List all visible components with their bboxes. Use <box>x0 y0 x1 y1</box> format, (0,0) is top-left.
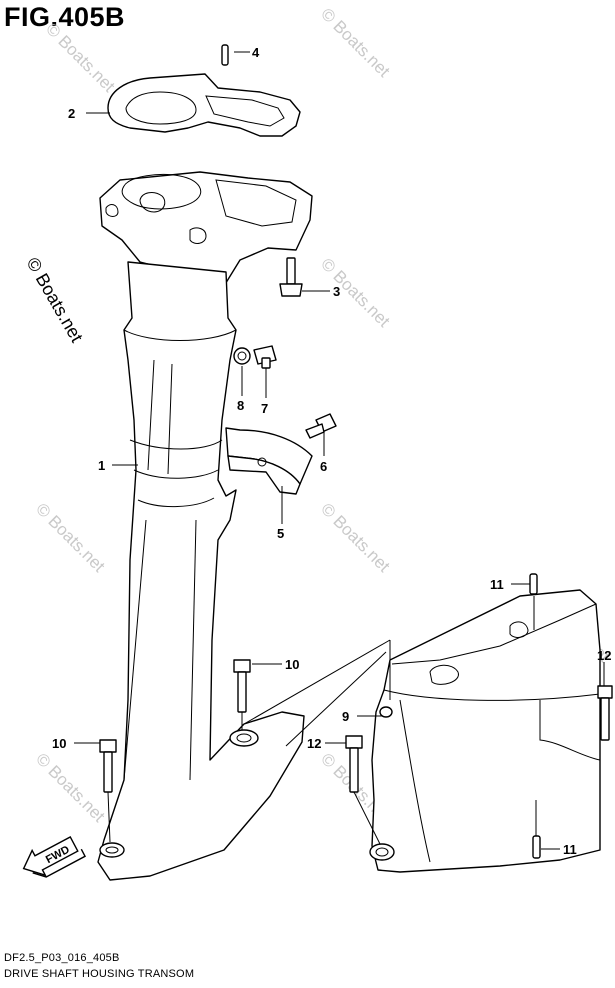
fwd-label: FWD <box>44 844 72 866</box>
figure-title: FIG.405B <box>4 2 126 32</box>
part-5-clamp <box>225 427 313 495</box>
watermark: © Boats.net <box>317 254 394 331</box>
footer-description: DRIVE SHAFT HOUSING TRANSOM <box>4 968 195 980</box>
callout-7: 7 <box>261 401 268 416</box>
callout-8: 8 <box>237 398 244 413</box>
part-10-bolt-upper <box>233 659 251 713</box>
footer-code: DF2.5_P03_016_405B <box>4 952 120 964</box>
callout-6: 6 <box>320 459 327 474</box>
part-9-lower-cover <box>369 589 601 873</box>
housing-top-flange <box>99 171 313 291</box>
callouts: 4 2 3 1 5 6 8 7 10 10 9 11 11 12 12 <box>52 45 611 857</box>
part-3-bolt <box>279 257 303 297</box>
callout-12-middle: 12 <box>307 736 321 751</box>
callout-3: 3 <box>333 284 340 299</box>
callout-4: 4 <box>252 45 260 60</box>
callout-11-upper: 11 <box>490 577 504 592</box>
watermark: © Boats.net <box>42 19 119 96</box>
part-1-drive-shaft-housing <box>97 261 305 881</box>
watermark: © Boats.net <box>317 4 394 81</box>
callout-12-right: 12 <box>597 648 611 663</box>
callout-10-upper: 10 <box>285 657 299 672</box>
part-2-gasket <box>107 73 301 137</box>
callout-2: 2 <box>68 106 75 121</box>
watermark: © Boats.net <box>32 499 109 576</box>
part-6-bolt <box>305 413 337 439</box>
callout-5: 5 <box>277 526 284 541</box>
leader-lines <box>74 51 605 850</box>
part-11-pin-upper <box>529 573 538 595</box>
part-7-bolt <box>253 345 277 369</box>
callout-11-lower: 11 <box>563 842 577 857</box>
part-8-washer <box>233 347 251 365</box>
part-10-bolt-lower <box>99 739 117 793</box>
fwd-arrow: FWD <box>22 836 87 878</box>
part-12-bolt-right <box>597 685 613 741</box>
watermark-dark: © Boats.net <box>23 254 87 346</box>
watermark: © Boats.net <box>32 749 109 826</box>
watermark: © Boats.net <box>317 499 394 576</box>
part-4-pin <box>221 44 229 66</box>
callout-1: 1 <box>98 458 105 473</box>
callout-9: 9 <box>342 709 349 724</box>
part-11-pin-lower <box>532 835 541 859</box>
callout-10-lower: 10 <box>52 736 66 751</box>
